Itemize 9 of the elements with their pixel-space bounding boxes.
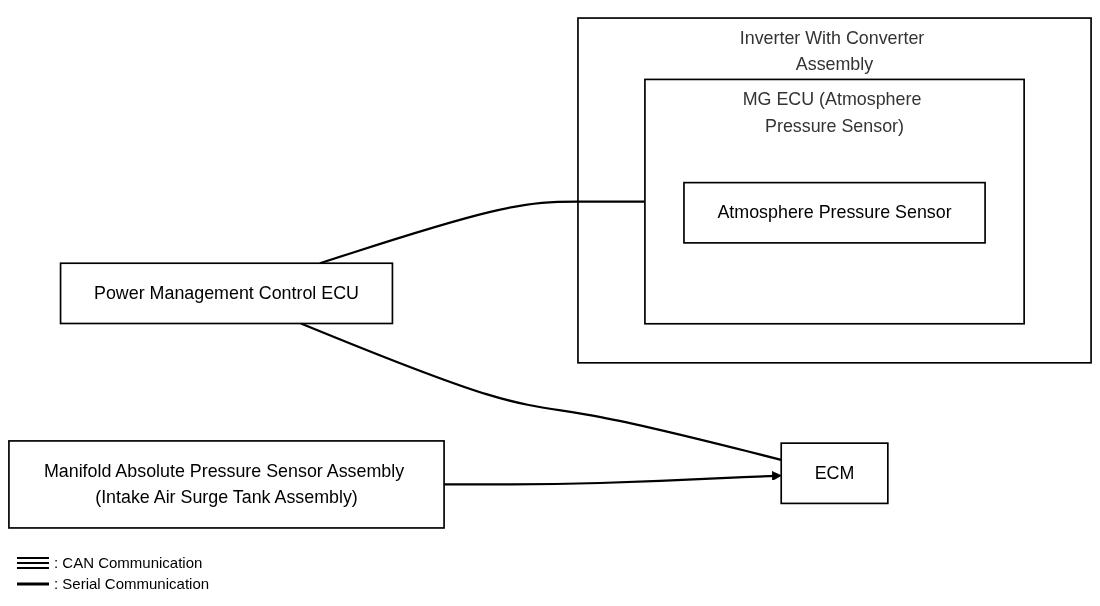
legend-text: : CAN Communication (54, 554, 203, 571)
legend-text: : Serial Communication (54, 575, 210, 592)
node-box: Power Management Control ECU (59, 262, 394, 325)
node-box: Atmosphere Pressure Sensor (683, 181, 986, 244)
connector (300, 322, 782, 461)
connector (319, 200, 645, 265)
node-box: Manifold Absolute Pressure Sensor Assembly (Intake Air Surge Tank Assembly) (8, 440, 445, 529)
node-box: ECM (780, 442, 889, 505)
arrow (444, 471, 782, 486)
